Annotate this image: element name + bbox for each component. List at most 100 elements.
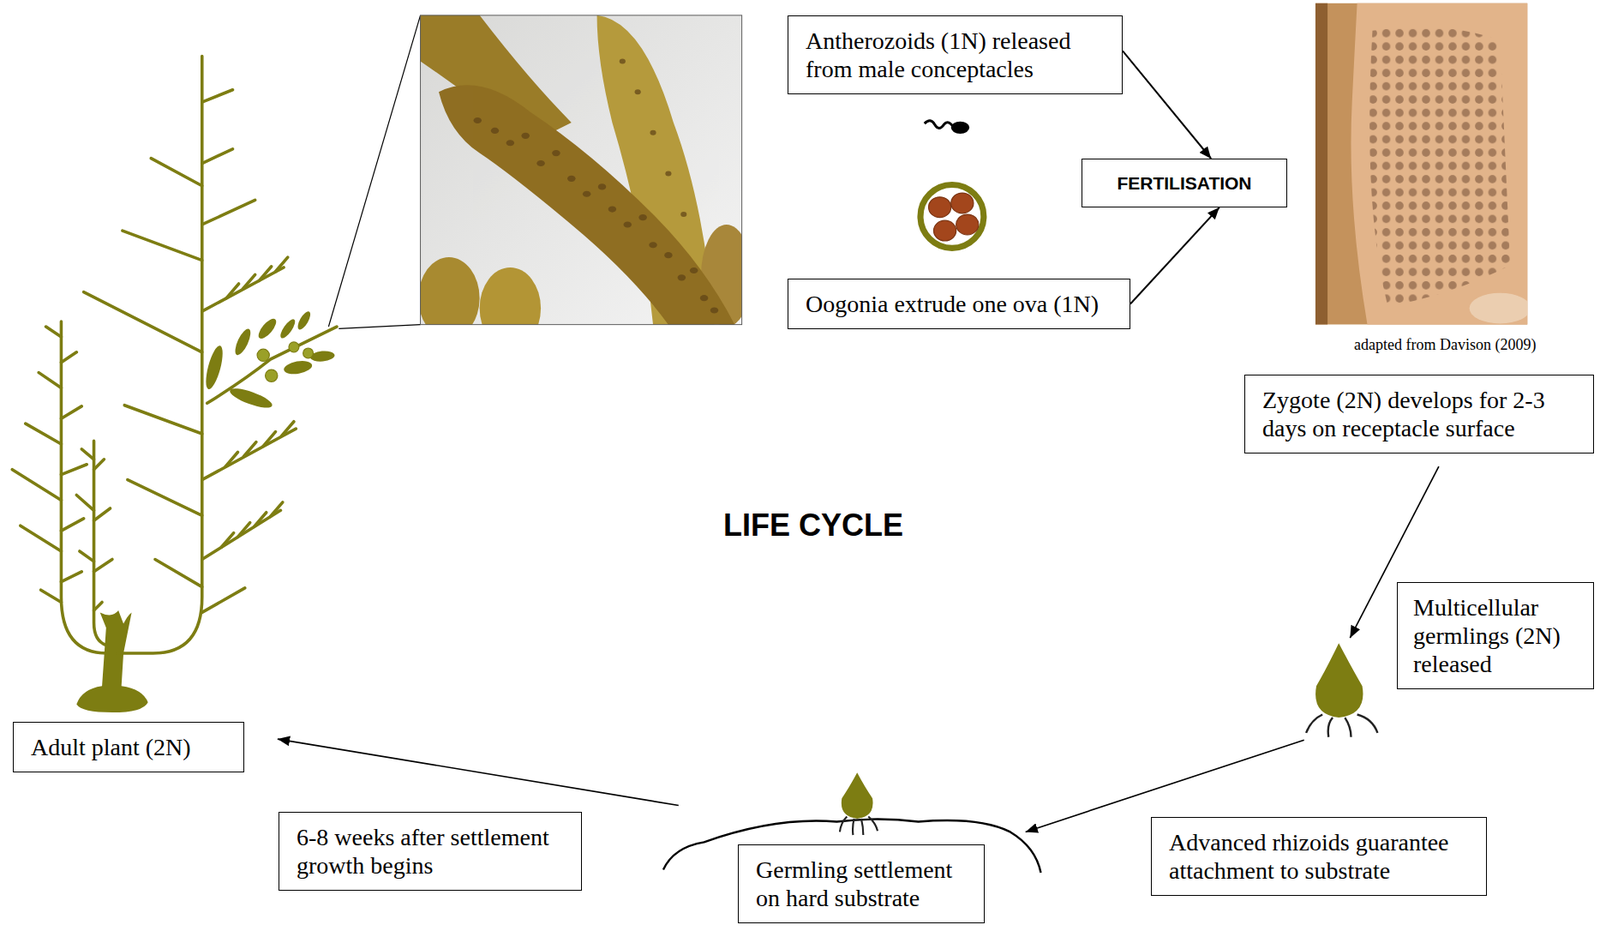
settled-germling-icon <box>839 816 878 835</box>
plant-branches <box>207 326 337 403</box>
stage-box: Advanced rhizoids guarantee attachment t… <box>1150 816 1487 896</box>
box-text: Oogonia extrude one ova (1N) <box>805 289 1113 318</box>
flow-arrow <box>1130 207 1220 305</box>
conceptacle-spots <box>635 89 642 95</box>
plant-bladders <box>257 348 270 361</box>
plant-branches <box>226 257 288 299</box>
conceptacle-spots <box>521 132 530 139</box>
plant-leaves <box>277 317 298 341</box>
plant-leaves <box>295 309 313 331</box>
receptacle-photo <box>1369 27 1511 306</box>
plant-bladders <box>257 341 313 382</box>
plant-bladders <box>288 341 300 353</box>
diagram-title: LIFE CYCLE <box>723 507 904 544</box>
stage-box: Adult plant (2N) <box>12 721 245 773</box>
oogonium-icon <box>951 192 974 214</box>
plant-branches <box>202 89 234 102</box>
conceptacle-spots <box>638 214 648 221</box>
conceptacle-spots <box>473 58 719 313</box>
plant-branches <box>117 55 203 654</box>
stage-box: Zygote (2N) develops for 2-3 days on rec… <box>1244 374 1595 454</box>
conceptacle-spots <box>623 221 633 228</box>
flow-arrow <box>1122 50 1211 159</box>
plant-leaves <box>202 344 226 391</box>
plant-leaves <box>282 359 313 377</box>
plant-branches <box>150 158 203 186</box>
conceptacle-spots <box>491 127 500 134</box>
oogonium-icon <box>933 220 956 241</box>
antherozoid-icon <box>924 120 970 134</box>
frond-photo <box>479 267 541 325</box>
plant-branches <box>221 502 282 547</box>
cycle-arrows <box>277 738 679 805</box>
stage-box: FERTILISATION <box>1081 158 1288 208</box>
plant-branches <box>94 440 107 645</box>
conceptacle-spots <box>710 306 720 313</box>
conceptacle-spots <box>649 130 656 136</box>
conceptacle-spots <box>648 241 658 248</box>
receptacle-photo <box>1350 3 1528 325</box>
stage-box: Germling settlement on hard substrate <box>737 844 985 923</box>
plant-leaves <box>202 309 336 412</box>
conceptacle-spots <box>700 294 709 301</box>
zoom-lines <box>328 15 420 330</box>
conceptacle-spots <box>689 267 699 274</box>
conceptacle-spots <box>506 139 516 146</box>
plant-branches <box>202 587 246 613</box>
box-text: Antherozoids (1N) released from male con… <box>805 26 1105 84</box>
plant-bladders <box>303 347 314 359</box>
frond-photo <box>420 257 480 325</box>
germling-icon <box>1306 713 1378 737</box>
conceptacle-spots <box>664 251 673 258</box>
frond-photo <box>420 15 743 325</box>
zoom-lines <box>328 15 420 327</box>
plant-branches <box>202 199 256 225</box>
plant-bladders <box>265 369 278 382</box>
oogonium-icon <box>920 185 984 249</box>
plant-leaves <box>232 326 254 357</box>
oogonium-icon <box>928 197 952 218</box>
box-text: Zygote (2N) develops for 2-3 days on rec… <box>1262 385 1577 443</box>
receptacle-photo <box>1315 3 1529 325</box>
stage-box: Oogonia extrude one ova (1N) <box>787 278 1131 330</box>
plant-branches <box>155 559 203 588</box>
cycle-arrows <box>277 466 1439 832</box>
plant-branches <box>83 292 203 353</box>
conceptacle-spots <box>582 191 592 198</box>
settled-germling-icon <box>841 772 874 819</box>
receptacle-photo <box>1469 293 1529 324</box>
antherozoid-icon <box>924 120 953 129</box>
stage-box: 6-8 weeks after settlement growth begins <box>278 811 582 891</box>
conceptacle-spots <box>608 206 618 213</box>
germling-icon <box>1315 642 1363 718</box>
conceptacle-spots <box>677 274 687 281</box>
conceptacle-spots <box>680 211 687 217</box>
frond-photo <box>438 84 735 324</box>
conceptacle-spots <box>598 183 607 190</box>
conceptacle-spots <box>567 175 576 182</box>
conceptacle-spots <box>473 117 482 124</box>
photo-frame <box>420 15 743 325</box>
adult-plant <box>11 55 337 713</box>
oogonium-icon <box>928 192 979 241</box>
plant-branches <box>225 421 294 467</box>
plant-branches <box>11 326 61 602</box>
stage-box: Antherozoids (1N) released from male con… <box>787 15 1123 95</box>
plant-branches <box>124 405 202 434</box>
oogonium-icon <box>956 214 979 235</box>
germling-icon <box>1306 642 1378 738</box>
box-text: Germling settlement on hard substrate <box>755 855 967 912</box>
settled-germling-icon <box>839 772 878 835</box>
conceptacle-spots <box>536 160 546 167</box>
box-text: Adult plant (2N) <box>30 732 227 762</box>
plant-branches <box>76 449 113 611</box>
zoom-lines <box>338 324 420 330</box>
box-text: 6-8 weeks after settlement growth begins <box>296 822 564 880</box>
conceptacle-spots <box>619 58 626 64</box>
credit-note: adapted from Davison (2009) <box>1354 335 1536 354</box>
receptacle-photo <box>1315 3 1529 325</box>
conceptacle-spots <box>665 170 672 176</box>
receptacle-photo <box>1315 3 1328 325</box>
